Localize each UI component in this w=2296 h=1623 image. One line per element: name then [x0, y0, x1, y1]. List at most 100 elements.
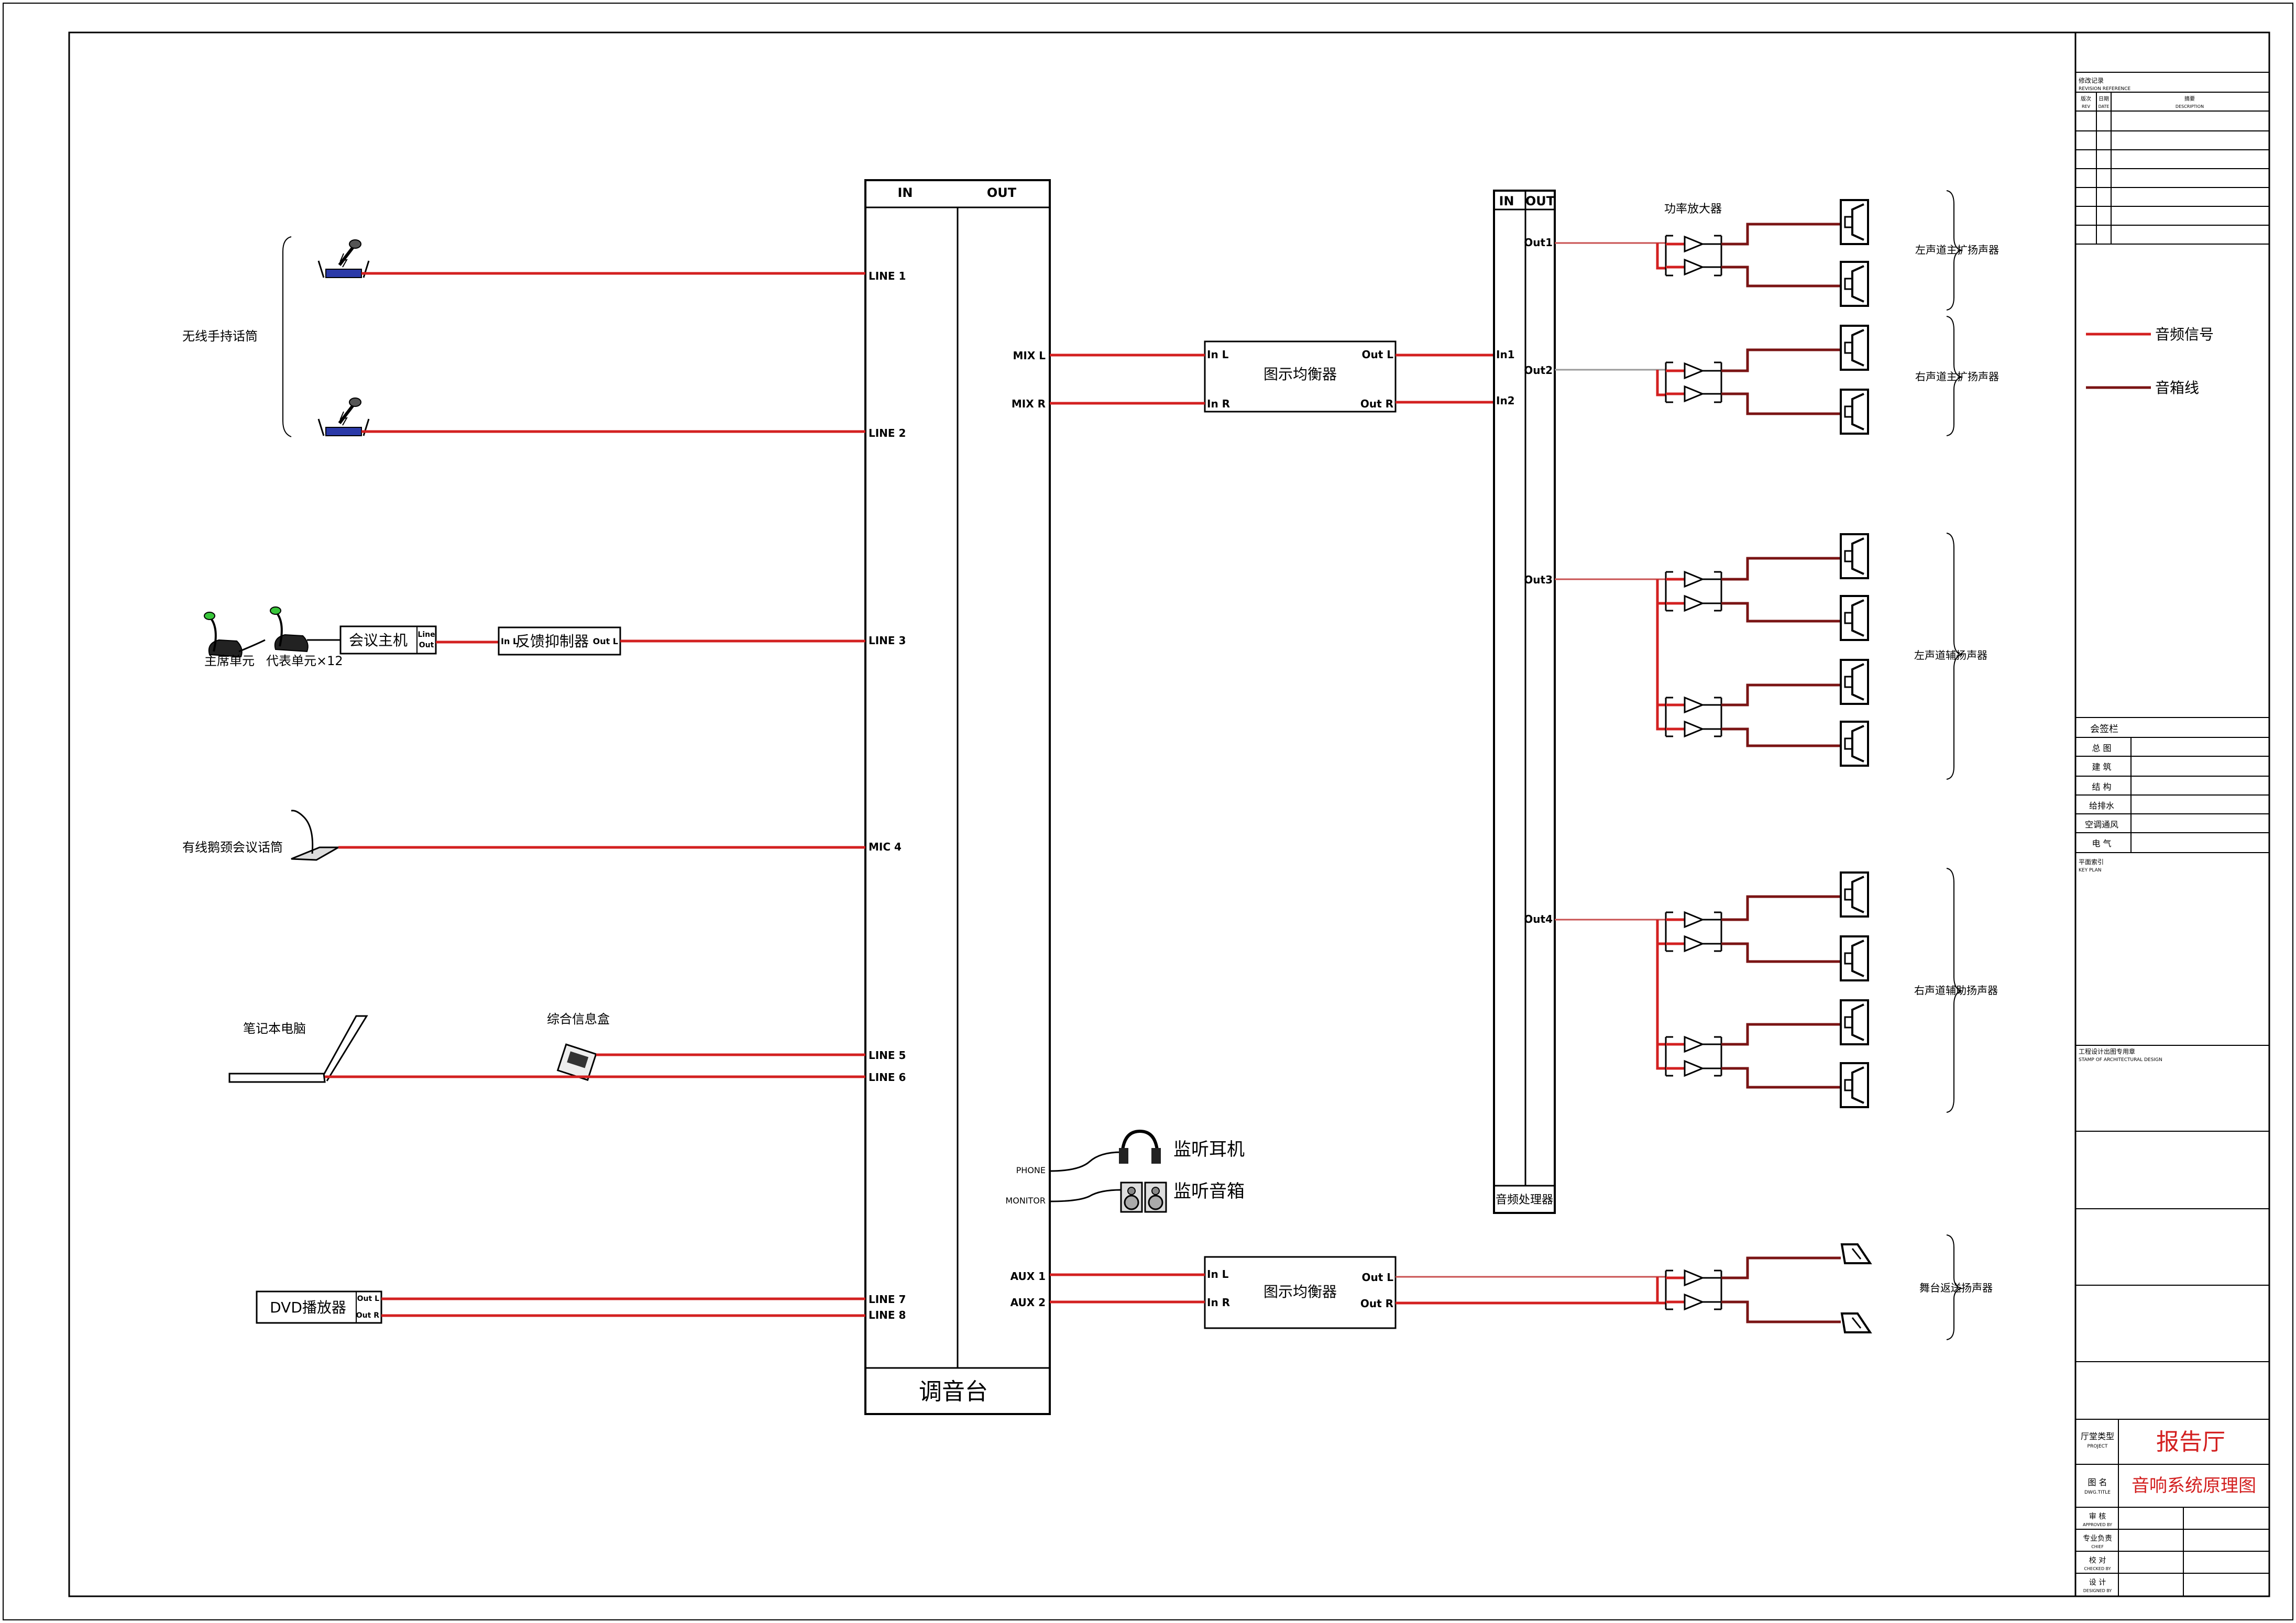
headphone-icon — [1119, 1129, 1161, 1164]
eq-2: 图示均衡器 In L In R Out L Out R — [1204, 1256, 1397, 1329]
mixer-title: 调音台 — [919, 1378, 988, 1405]
dwg-title-value: 音响系统原理图 — [2132, 1475, 2256, 1496]
approved-en: APPROVED BY — [2083, 1522, 2112, 1527]
eq-1: 图示均衡器 In L In R Out L Out R — [1204, 340, 1397, 413]
monitor-speaker-label: 监听音箱 — [1173, 1181, 1245, 1202]
monitors: 监听耳机 监听音箱 — [1049, 1129, 1245, 1213]
info-box-icon — [556, 1043, 597, 1081]
mixer-line2: LINE 2 — [869, 427, 906, 439]
mixer-mixl: MIX L — [1013, 349, 1046, 362]
discipline-3: 给排水 — [2089, 801, 2114, 811]
processor-title: 音频处理器 — [1496, 1194, 1553, 1207]
eq1-outl: Out L — [1361, 348, 1393, 361]
key-plan: 平面索引 KEY PLAN — [2075, 858, 2269, 1046]
stamp-cn: 工程设计出图专用章 — [2079, 1047, 2135, 1055]
checked-en: CHECKED BY — [2084, 1566, 2111, 1571]
eq1-name: 图示均衡器 — [1264, 366, 1337, 383]
eq1-inl: In L — [1207, 348, 1229, 361]
processor-outputs — [1555, 242, 1666, 1303]
mixer-line6: LINE 6 — [869, 1071, 906, 1084]
speaker-g3-a-icon — [1840, 533, 1869, 579]
desc-col-en: DESCRIPTION — [2176, 104, 2204, 109]
conf-line-label: Line — [418, 631, 435, 639]
chair-unit-label: 主席单元 — [204, 654, 255, 668]
feedback-in-label: In L — [501, 636, 518, 646]
gooseneck-label: 有线鹅颈会议话筒 — [182, 840, 283, 855]
revision-title: 修改记录 — [2079, 76, 2104, 84]
dvd-label: DVD播放器 — [270, 1299, 346, 1316]
dvd-player: DVD播放器 Out L Out R — [256, 1290, 382, 1324]
discipline-2: 结 构 — [2092, 782, 2111, 792]
signoff-title: 会签栏 — [2090, 724, 2118, 735]
signoff-table: 会签栏 总 图 建 筑 结 构 给排水 空调通风 电 气 — [2075, 717, 2269, 853]
processor-in1: In1 — [1496, 348, 1515, 361]
speaker-g4-b-icon — [1840, 935, 1869, 981]
processor-out3: Out3 — [1524, 573, 1553, 586]
date-col-en: DATE — [2099, 104, 2110, 109]
amp-label: 功率放大器 — [1664, 203, 1722, 216]
monitor-speaker-r-icon — [1144, 1182, 1167, 1213]
speaker-group-4-label: 右声道辅助扬声器 — [1914, 984, 1998, 997]
speaker-g2-a-icon — [1840, 325, 1869, 371]
processor-in2: In2 — [1496, 394, 1515, 407]
processor-out4: Out4 — [1524, 913, 1553, 925]
stamp-en: STAMP OF ARCHITECTURAL DESIGN — [2079, 1057, 2162, 1063]
legend-audio-label: 音频信号 — [2155, 326, 2214, 343]
gooseneck-base-icon — [291, 846, 342, 861]
delegate-unit-icon — [269, 606, 309, 653]
key-plan-en: KEY PLAN — [2079, 868, 2101, 873]
title-block: 修改记录 REVISION REFERENCE 版次 REV 日期 DATE 摘… — [2074, 31, 2270, 1597]
mixer-phone: PHONE — [1016, 1165, 1046, 1175]
speaker-g3-b-icon — [1840, 595, 1869, 641]
discipline-1: 建 筑 — [2092, 762, 2111, 772]
outer-frame — [3, 3, 2293, 1620]
project-title: 厅堂类型 PROJECT 报告厅 图 名 DWG.TITLE 音响系统原理图 审… — [2075, 1419, 2269, 1596]
delegate-unit-label: 代表单元×12 — [266, 654, 343, 668]
mixer-line7: LINE 7 — [869, 1293, 906, 1306]
speaker-g4-d-icon — [1840, 1062, 1869, 1108]
speaker-g3-c-icon — [1840, 659, 1869, 705]
legend: 音频信号 音箱线 — [2086, 326, 2214, 396]
speaker-group-3-label: 左声道辅扬声器 — [1914, 649, 1987, 661]
stage-monitor-b-icon — [1840, 1312, 1872, 1333]
dvd-outl-label: Out L — [357, 1295, 379, 1303]
amp-speaker-network — [1665, 199, 1872, 1333]
desc-col-cn: 摘要 — [2184, 95, 2195, 102]
project-en: PROJECT — [2088, 1444, 2108, 1449]
mixer-line1: LINE 1 — [869, 270, 906, 282]
mixer-mixr: MIX R — [1012, 398, 1046, 410]
wireless-mic-1-icon — [318, 240, 369, 278]
discipline-5: 电 气 — [2092, 838, 2111, 848]
eq2-inr: In R — [1207, 1296, 1230, 1309]
gooseneck-mic: 有线鹅颈会议话筒 — [182, 810, 342, 861]
feedback-out-label: Out L — [593, 636, 618, 646]
date-col-cn: 日期 — [2099, 96, 2109, 102]
headphone-label: 监听耳机 — [1173, 1139, 1245, 1160]
mixer-monitor: MONITOR — [1005, 1196, 1046, 1206]
designed-cn: 设 计 — [2089, 1578, 2106, 1587]
drawing-border — [68, 31, 2270, 1597]
speaker-g2-b-icon — [1840, 389, 1869, 435]
mixer-in-label: IN — [897, 185, 913, 200]
dwg-title-en: DWG.TITLE — [2084, 1490, 2111, 1495]
eq2-name: 图示均衡器 — [1264, 1283, 1337, 1300]
revision-table: 修改记录 REVISION REFERENCE 版次 REV 日期 DATE 摘… — [2075, 76, 2269, 245]
project-cn: 厅堂类型 — [2081, 1431, 2114, 1441]
discipline-4: 空调通风 — [2085, 820, 2118, 830]
processor-in-label: IN — [1499, 194, 1514, 208]
laptop-group: 笔记本电脑 综合信息盒 — [228, 1012, 610, 1083]
eq1-inr: In R — [1207, 398, 1230, 410]
approved-cn: 审 核 — [2089, 1512, 2106, 1521]
speaker-g3-d-icon — [1840, 721, 1869, 767]
chief-cn: 专业负责 — [2083, 1534, 2112, 1543]
speaker-g1-a-icon — [1840, 199, 1869, 245]
designed-en: DESIGNED BY — [2083, 1588, 2112, 1593]
eq1-outr: Out R — [1360, 398, 1393, 410]
wireless-mic-2-icon — [318, 398, 369, 436]
audio-processor: IN OUT In1 In2 Out1 Out2 Out3 Out4 音频处理器 — [1493, 190, 1556, 1214]
laptop-icon — [228, 1073, 326, 1083]
speaker-g4-c-icon — [1840, 999, 1869, 1045]
gooseneck-stem-icon — [291, 810, 314, 854]
conf-out-label: Out — [419, 641, 434, 649]
speaker-group-labels: 左声道主扩扬声器 右声道主扩扬声器 左声道辅扬声器 右声道辅助扬声器 舞台返送扬… — [1914, 190, 1999, 1340]
